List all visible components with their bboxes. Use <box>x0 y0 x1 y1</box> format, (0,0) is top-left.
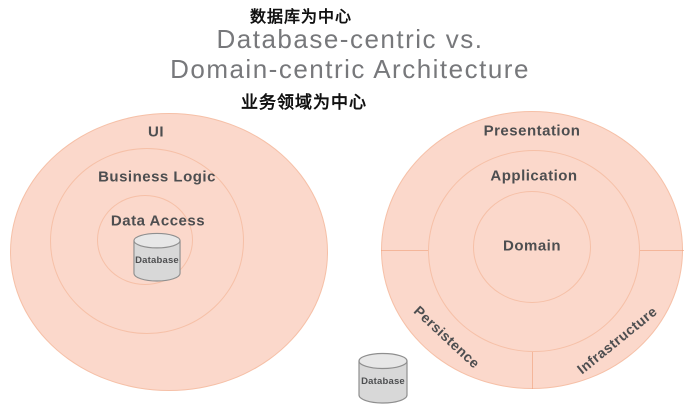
main-title-line2: Domain-centric Architecture <box>170 54 530 84</box>
ring-label-domain: Domain <box>502 237 562 255</box>
ring-label-application: Application <box>490 167 578 185</box>
chinese-caption-database-centric: 数据库为中心 <box>249 9 353 26</box>
ring-label-business-logic: Business Logic <box>98 168 216 186</box>
chinese-caption-domain-centric: 业务领域为中心 <box>241 93 367 112</box>
ring-label-data-access: Data Access <box>110 212 206 230</box>
ring-label-presentation: Presentation <box>483 122 581 140</box>
ring-label-ui: UI <box>148 123 164 141</box>
database-label: Database <box>135 255 179 266</box>
sector-divider-left <box>381 250 429 251</box>
left-middle-ring-business-logic <box>50 148 244 334</box>
right-inner-ring-domain <box>473 191 591 303</box>
sector-divider-bottom <box>532 352 533 389</box>
database-cylinder-left: Database <box>133 231 181 283</box>
database-icon <box>133 232 181 282</box>
database-label: Database <box>361 376 405 387</box>
sector-divider-right <box>639 250 684 251</box>
main-title-line1: Database-centric vs. <box>216 24 484 54</box>
database-icon <box>358 352 408 404</box>
database-cylinder-right: Database <box>358 352 408 404</box>
